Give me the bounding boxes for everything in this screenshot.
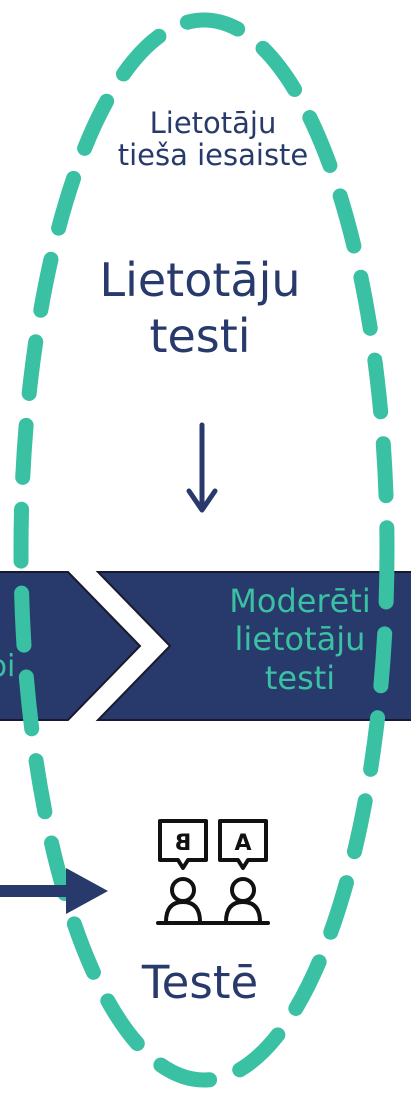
group-label-line2: tieša iesaiste (117, 138, 309, 173)
person-right-body-icon (224, 900, 262, 924)
left-step-fragment: pi (0, 649, 16, 684)
right-arrow-icon (0, 868, 108, 914)
person-right-head-icon (230, 877, 256, 903)
badge-a-label: A (234, 831, 251, 856)
process-step-line1: Moderēti (229, 582, 371, 620)
method-title-line1: Lietotāju (99, 253, 301, 307)
speech-bubble-b-icon (158, 819, 208, 870)
method-title-line2: testi (149, 309, 251, 364)
badge-b-label: B (175, 831, 192, 856)
down-arrow-icon (186, 422, 218, 513)
process-step-line3: testi (264, 658, 336, 697)
speech-bubble-a-icon (218, 819, 268, 870)
group-label: Lietotāju tieša iesaiste (80, 107, 346, 172)
ab-testing-users-icon (156, 819, 270, 925)
method-title: Lietotāju testi (40, 252, 360, 364)
process-step-line2: lietotāju (234, 620, 366, 659)
dashed-group-ellipse (13, 12, 395, 1088)
group-label-line1: Lietotāju (149, 106, 277, 140)
outcome-label: Testē (141, 956, 259, 1009)
process-step-left-chevron (0, 571, 142, 721)
process-step-right-banner (95, 571, 411, 721)
person-left-head-icon (170, 877, 196, 903)
process-step-label: Moderēti lietotāju testi (200, 582, 400, 697)
person-left-body-icon (164, 900, 202, 924)
